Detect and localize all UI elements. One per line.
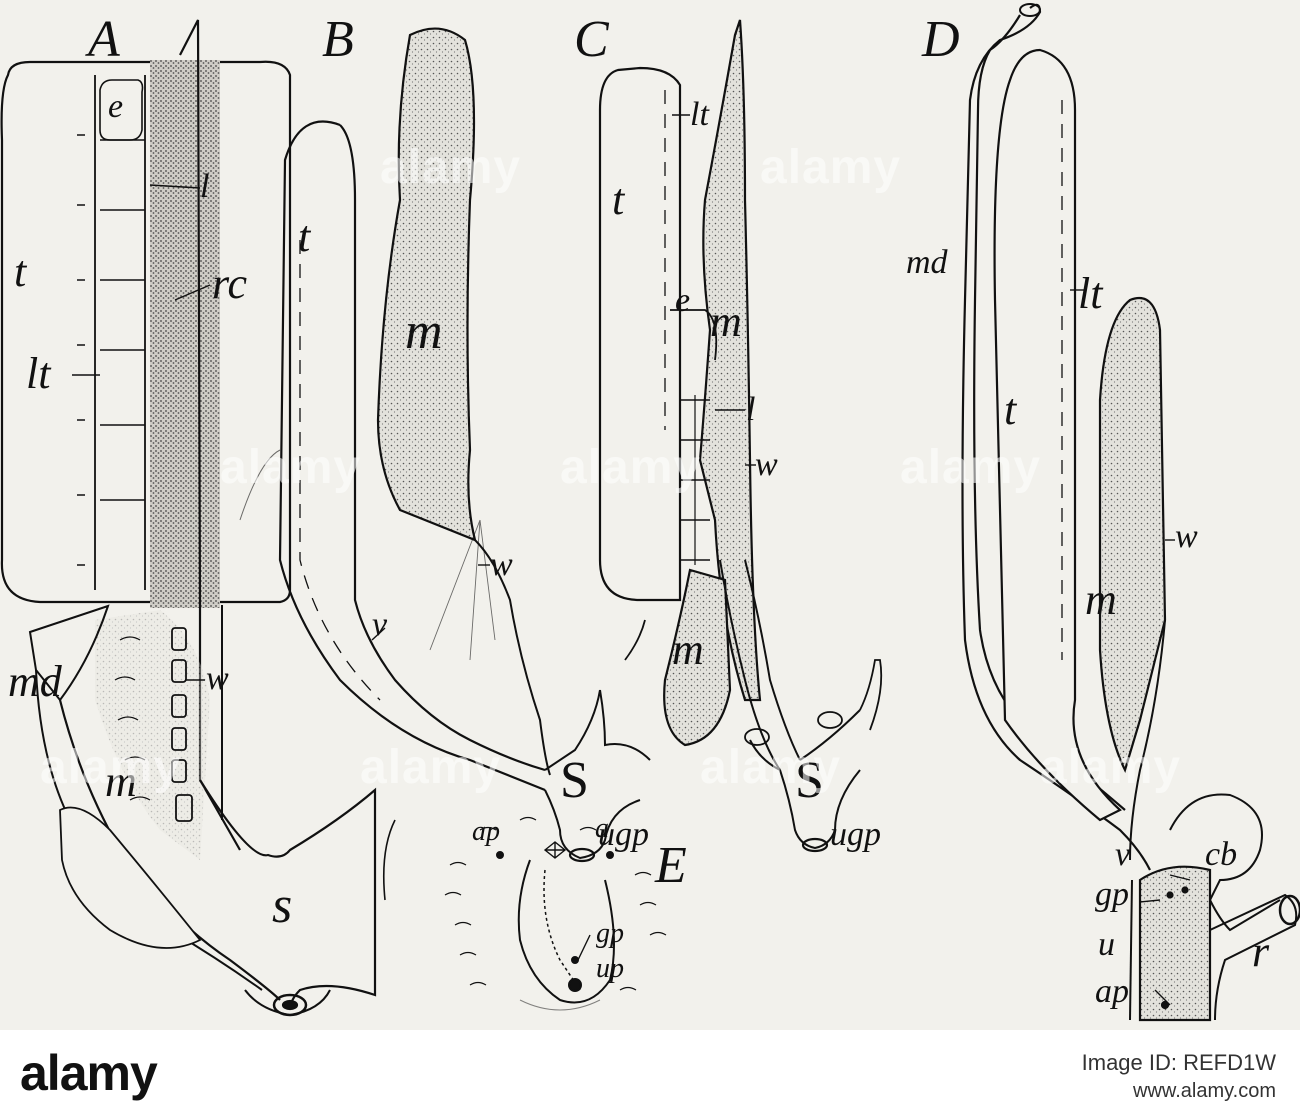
image-id-text: Image ID: REFD1W: [1081, 1050, 1276, 1075]
watermark-logo: alamy: [900, 441, 1042, 494]
label-a-rc: rc: [212, 259, 248, 308]
watermark-logo: alamy: [220, 441, 362, 494]
panel-label-e: E: [655, 837, 687, 894]
label-c-lt: lt: [690, 96, 709, 133]
label-c-m2: m: [672, 625, 704, 674]
site-url-link[interactable]: www.alamy.com: [1133, 1080, 1276, 1102]
panel-label-d: D: [922, 11, 960, 68]
watermark-logo: alamy: [700, 741, 842, 794]
label-b-w: w: [490, 546, 513, 583]
label-b-s: S: [560, 752, 589, 809]
panel-label-b: B: [322, 11, 354, 68]
watermark-logo: alamy: [560, 441, 702, 494]
figure-drawing: [0, 3, 1300, 1022]
label-a-s: s: [272, 877, 293, 934]
label-e-a: a: [595, 813, 609, 844]
watermark-logo: alamy: [1040, 741, 1182, 794]
label-b-m: m: [405, 303, 443, 360]
leader-lines: [72, 114, 1191, 1006]
label-b-v: v: [372, 606, 388, 643]
panel-b-drawing: [278, 27, 651, 863]
panel-a-drawing: [0, 19, 396, 1017]
label-c-t: t: [612, 175, 625, 224]
label-e-gp: gp: [596, 918, 624, 949]
panel-label-a: A: [88, 11, 120, 68]
label-a-t: t: [14, 247, 27, 296]
label-b-t: t: [298, 212, 311, 261]
label-d-t: t: [1004, 385, 1017, 434]
label-a-lt: lt: [26, 349, 51, 398]
label-c-ugp: ugp: [830, 816, 881, 853]
panel-c-drawing: [598, 19, 883, 853]
label-c-l: l: [746, 391, 756, 428]
label-c-w: w: [755, 446, 778, 483]
label-e-up: up: [596, 953, 624, 984]
watermark-logo: alamy: [760, 141, 902, 194]
label-a-md: md: [8, 657, 62, 706]
label-c-m1: m: [710, 297, 742, 346]
panel-e-drawing: [444, 816, 667, 1011]
label-d-v: v: [1115, 836, 1131, 873]
watermark-logo: alamy: [360, 741, 502, 794]
panel-label-c: C: [574, 11, 609, 68]
label-d-cb: cb: [1205, 836, 1238, 873]
label-c-s: S: [795, 752, 824, 809]
label-d-w: w: [1175, 518, 1198, 555]
label-d-u: u: [1098, 926, 1115, 963]
label-d-gp: gp: [1095, 876, 1129, 913]
label-a-l: l: [200, 168, 210, 205]
watermark-logo: alamy: [380, 141, 522, 194]
label-d-r: r: [1252, 927, 1270, 976]
label-d-m: m: [1085, 575, 1117, 624]
anatomical-figure-plate: A B C D E e l rc t lt md w m s t m w v S…: [0, 3, 1300, 1022]
label-b-ugp: ugp: [598, 816, 649, 853]
panel-d-drawing: [961, 3, 1300, 1022]
label-a-m: m: [105, 757, 137, 806]
label-d-lt: lt: [1078, 269, 1103, 318]
alamy-logo[interactable]: alamy: [20, 1045, 158, 1101]
stock-footer-bar: alamy Image ID: REFD1W www.alamy.com: [0, 1030, 1300, 1118]
label-c-e: e: [675, 282, 691, 319]
label-a-w: w: [206, 660, 229, 697]
label-e-ap: ap: [472, 816, 500, 847]
watermark-logo: alamy: [40, 741, 182, 794]
label-d-md: md: [906, 244, 948, 281]
label-a-e: e: [108, 88, 124, 125]
label-d-ap: ap: [1095, 973, 1129, 1010]
